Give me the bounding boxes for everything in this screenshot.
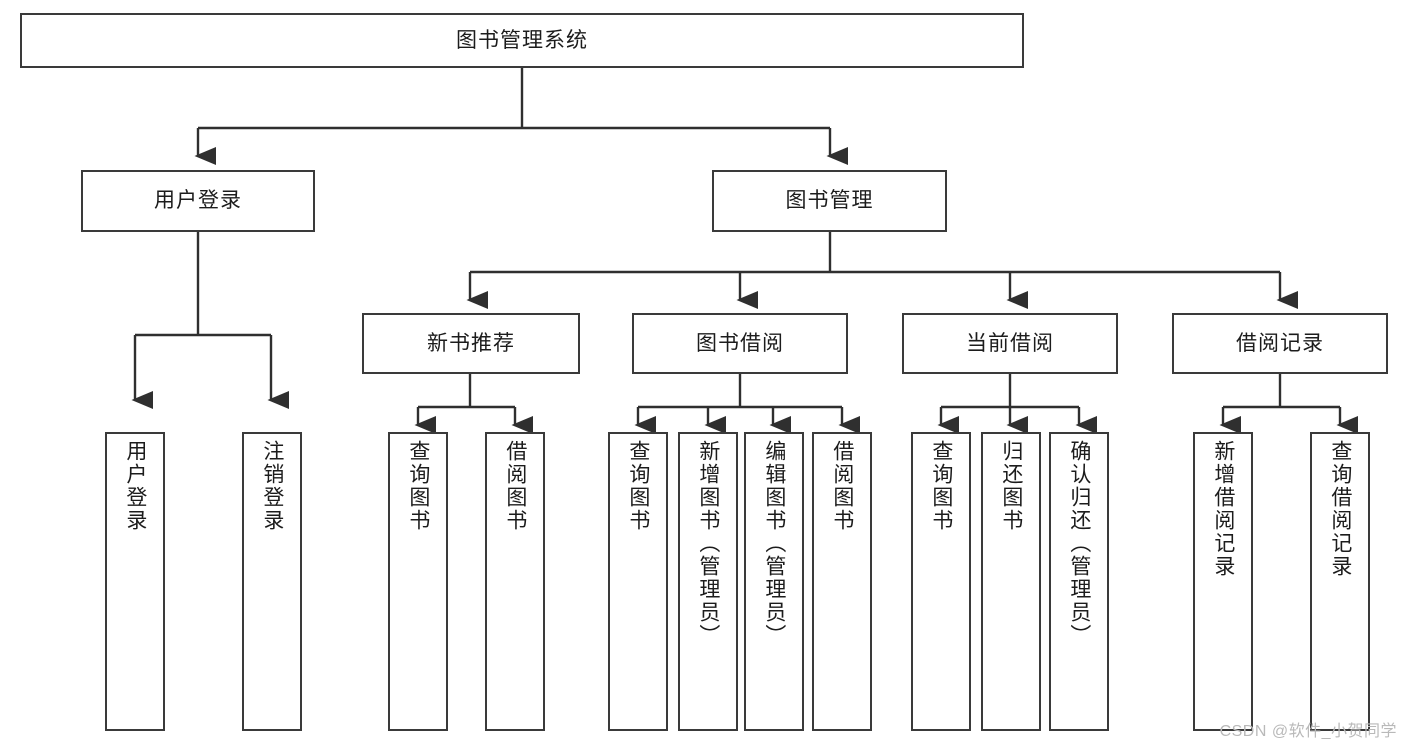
node-label: 图书借阅 (696, 331, 784, 355)
node-label: 查询图书 (929, 440, 953, 532)
node-label: 编辑图书（管理员） (762, 440, 786, 647)
node-label: 查询图书 (406, 440, 430, 532)
node-user-login[interactable]: 用户登录 (81, 170, 315, 232)
node-label: 确认归还（管理员） (1067, 440, 1091, 647)
leaf-query-book-current[interactable]: 查询图书 (911, 432, 971, 731)
node-current-borrow[interactable]: 当前借阅 (902, 313, 1118, 374)
leaf-query-book-borrow[interactable]: 查询图书 (608, 432, 668, 731)
node-root-book-management-system[interactable]: 图书管理系统 (20, 13, 1024, 68)
node-label: 注销登录 (260, 440, 284, 532)
node-book-borrow[interactable]: 图书借阅 (632, 313, 848, 374)
node-label: 新增借阅记录 (1211, 440, 1235, 578)
node-label: 查询图书 (626, 440, 650, 532)
node-label: 借阅图书 (830, 440, 854, 532)
leaf-return-book[interactable]: 归还图书 (981, 432, 1041, 731)
node-label: 查询借阅记录 (1328, 440, 1352, 578)
leaf-query-book-recommend[interactable]: 查询图书 (388, 432, 448, 731)
node-label: 归还图书 (999, 440, 1023, 532)
node-label: 借阅图书 (503, 440, 527, 532)
node-label: 当前借阅 (966, 331, 1054, 355)
node-label: 用户登录 (154, 189, 242, 213)
leaf-borrow-book-recommend[interactable]: 借阅图书 (485, 432, 545, 731)
leaf-confirm-return-admin[interactable]: 确认归还（管理员） (1049, 432, 1109, 731)
node-label: 用户登录 (123, 440, 147, 532)
node-new-book-recommend[interactable]: 新书推荐 (362, 313, 580, 374)
node-label: 新书推荐 (427, 331, 515, 355)
leaf-query-borrow-record[interactable]: 查询借阅记录 (1310, 432, 1370, 731)
node-label: 新增图书（管理员） (696, 440, 720, 647)
leaf-user-login[interactable]: 用户登录 (105, 432, 165, 731)
leaf-add-borrow-record[interactable]: 新增借阅记录 (1193, 432, 1253, 731)
node-book-management[interactable]: 图书管理 (712, 170, 947, 232)
node-label: 图书管理系统 (456, 28, 588, 52)
leaf-add-book-admin[interactable]: 新增图书（管理员） (678, 432, 738, 731)
node-label: 图书管理 (785, 189, 874, 213)
watermark: CSDN @软件_小贺同学 (1219, 723, 1397, 740)
leaf-borrow-book[interactable]: 借阅图书 (812, 432, 872, 731)
node-label: 借阅记录 (1236, 331, 1324, 355)
leaf-edit-book-admin[interactable]: 编辑图书（管理员） (744, 432, 804, 731)
leaf-logout-login[interactable]: 注销登录 (242, 432, 302, 731)
node-borrow-record[interactable]: 借阅记录 (1172, 313, 1388, 374)
